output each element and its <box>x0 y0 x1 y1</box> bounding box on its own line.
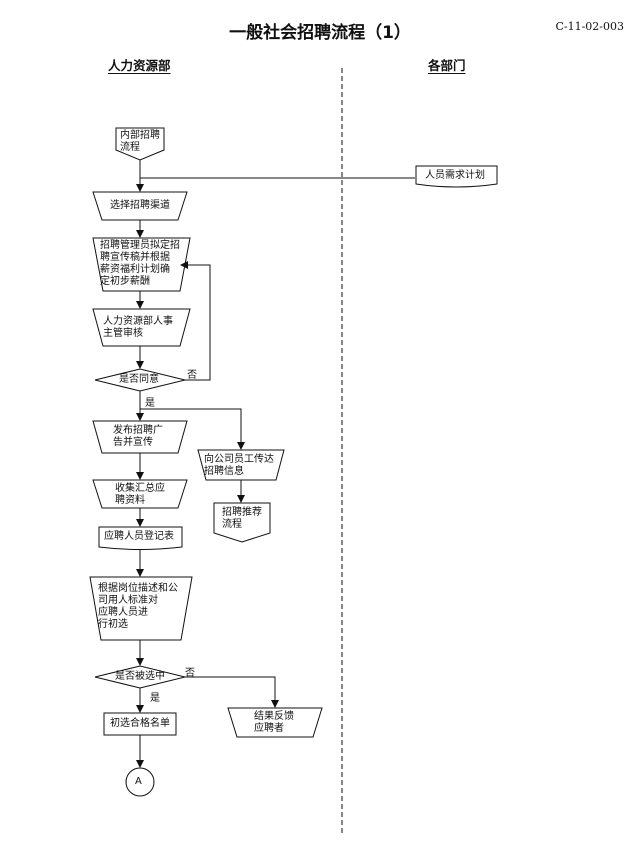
feedback-label: 结果反馈应聘者 <box>254 711 294 734</box>
register-label: 应聘人员登记表 <box>104 531 174 542</box>
edge-approve-no <box>180 261 211 381</box>
dept-plan-node <box>415 165 498 188</box>
screen-label: 根据岗位描述和公司用人标准对应聘人员进行初选 <box>98 583 178 630</box>
selected-label: 是否被选中 <box>115 671 165 682</box>
notify-staff-label: 向公司员工传达招聘信息 <box>204 454 274 477</box>
page-title: 一般社会招聘流程（1） <box>229 23 411 43</box>
draft-ad-node <box>92 237 191 292</box>
dept-plan-label: 人员需求计划 <box>425 170 485 181</box>
shortlist-label: 初选合格名单 <box>110 718 170 729</box>
collect-label: 收集汇总应聘资料 <box>115 483 165 506</box>
referral-label: 招聘推荐流程 <box>222 507 262 530</box>
feedback-node <box>227 707 323 738</box>
approve-yes-label: 是 <box>145 398 155 409</box>
approve-label: 是否同意 <box>119 374 159 385</box>
internal-recruit-label: 内部招聘流程 <box>120 130 160 153</box>
hr-review-label: 人力资源部人事主管审核 <box>103 316 173 339</box>
choose-channel-node <box>92 191 188 221</box>
referral-node <box>213 502 271 543</box>
collect-node <box>92 479 188 509</box>
approve-no-label: 否 <box>187 370 197 381</box>
document-code: C-11-02-003 <box>555 20 624 33</box>
lane-header-hr: 人力资源部 <box>108 58 171 73</box>
edge-selected-no <box>185 676 279 708</box>
edge-branch-notify <box>140 408 245 450</box>
screen-node <box>89 576 193 641</box>
choose-channel-label: 选择招聘渠道 <box>110 200 170 211</box>
selected-no-label: 否 <box>185 668 195 679</box>
publish-label: 发布招聘广告并宣传 <box>113 425 163 448</box>
hr-review-node <box>92 308 191 347</box>
draft-ad-label: 招聘管理员拟定招聘宣传稿并根据薪资福利计划确定初步薪酬 <box>100 240 180 287</box>
connector-a-label: A <box>135 776 142 787</box>
lane-header-departments: 各部门 <box>428 58 466 73</box>
internal-recruit-node <box>115 127 165 161</box>
notify-staff-node <box>197 449 285 481</box>
publish-node <box>92 420 188 454</box>
selected-yes-label: 是 <box>150 693 160 704</box>
register-node <box>98 526 183 550</box>
connector-a <box>125 767 155 797</box>
